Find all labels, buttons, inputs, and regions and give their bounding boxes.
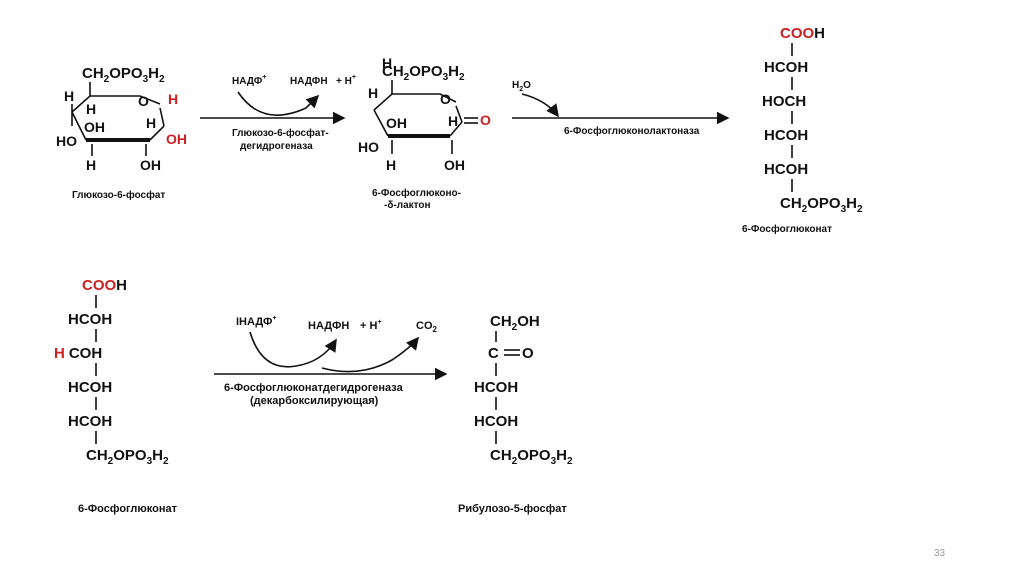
nadp-label-1: НАДФ+	[232, 74, 266, 87]
ribulose-5-phosphate-structure: CH2OH C O HCOH HCOH CH2OPO3H2	[474, 313, 573, 467]
g6p-oh-2: OH	[140, 157, 161, 173]
lactone-ho: HO	[358, 139, 379, 155]
ru5p-ch2oh: CH2OH	[490, 313, 540, 333]
nadp-curve-arrow-3	[249, 331, 337, 368]
lactone-h-2: H	[448, 113, 458, 129]
lactone-name-line2: -δ-лактон	[384, 200, 431, 211]
g6p-h-1: H	[64, 88, 74, 104]
pg-bot-name: 6-Фосфоглюконат	[78, 503, 178, 515]
pg-bot-ch2opo3h2: CH2OPO3H2	[86, 447, 169, 467]
h-plus-label-1: + H+	[336, 74, 356, 87]
reaction1-arrow-group: НАДФ+ НАДФН + H+ Глюкозо-6-фосфат- дегид…	[200, 74, 356, 152]
lactone-oh-2: OH	[444, 157, 465, 173]
h-plus-label-3: + H+	[360, 319, 382, 332]
reaction3-arrow-group: ІНАДФ+ НАДФН + H+ CO2 6-Фосфоглюконатдег…	[214, 315, 448, 407]
pg-top-ch2opo3h2: CH2OPO3H2	[780, 195, 863, 215]
ru5p-name: Рибулозо-5-фосфат	[458, 503, 567, 515]
water-label: H2O	[512, 80, 531, 93]
pg-top-name: 6-Фосфоглюконат	[742, 223, 832, 235]
pg-bot-cooh: COOH	[82, 277, 127, 294]
lactone-h-3: H	[386, 157, 396, 173]
nadp-label-3: ІНАДФ+	[236, 315, 277, 328]
water-curve-arrow	[521, 93, 559, 118]
nadph-label-3: НАДФН	[308, 320, 349, 332]
pg-top-hcoh-1: HCOH	[764, 59, 808, 76]
enzyme1-line2: дегидрогеназа	[240, 141, 313, 152]
reaction2-arrow-group: H2O 6-Фосфоглюконолактоназа	[512, 80, 730, 137]
ru5p-ch2opo3h2: CH2OPO3H2	[490, 447, 573, 467]
lactone-ring-o: O	[440, 91, 451, 107]
lactone-carbonyl-o: O	[480, 112, 491, 128]
glucose-6-phosphate-structure: CH2OPO3H2 O H H H OH HO H OH H OH	[56, 65, 187, 173]
g6p-h-red: H	[168, 91, 178, 107]
g6p-ring-o: O	[138, 93, 149, 109]
g6p-ch2opo3h2: CH2OPO3H2	[82, 65, 165, 85]
g6p-h-4: H	[86, 157, 96, 173]
slide-number: 33	[934, 548, 946, 559]
nadp-curve-arrow-1	[237, 91, 320, 116]
pg-bot-hcoh-1: HCOH	[68, 311, 112, 328]
g6p-h-2: H	[86, 101, 96, 117]
co2-curve-arrow	[321, 336, 419, 373]
g6p-name: Глюкозо-6-фосфат	[72, 189, 165, 201]
ru5p-o: O	[522, 345, 534, 362]
enzyme3-line2: (декарбоксилирующая)	[250, 395, 379, 407]
6-phosphogluconate-top-structure: COOH HCOH HOCH HCOH HCOH CH2OPO3H2	[762, 25, 863, 215]
enzyme2-label: 6-Фосфоглюконолактоназа	[564, 125, 700, 137]
g6p-oh-red: OH	[166, 131, 187, 147]
ru5p-c: C	[488, 345, 499, 362]
pg-bot-hcoh-3: HCOH	[68, 413, 112, 430]
ru5p-hcoh-1: HCOH	[474, 379, 518, 396]
lactone-h-top: H	[382, 55, 392, 71]
lactone-h-1: H	[368, 85, 378, 101]
ru5p-hcoh-2: HCOH	[474, 413, 518, 430]
enzyme1-line1: Глюкозо-6-фосфат-	[232, 127, 329, 139]
lactone-name-line1: 6-Фосфоглюконо-	[372, 187, 461, 199]
pg-top-hcoh-2: HCOH	[764, 127, 808, 144]
g6p-h-3: H	[146, 115, 156, 131]
pg-top-cooh: COOH	[780, 25, 825, 42]
pg-top-hoch: HOCH	[762, 93, 806, 110]
nadph-label-1: НАДФН	[290, 76, 328, 87]
lactone-oh-1: OH	[386, 115, 407, 131]
enzyme3-line1: 6-Фосфоглюконатдегидрогеназа	[224, 382, 404, 394]
6-phosphoglucono-lactone-structure: CH2OPO3H2 H O O H OH H HO H OH	[358, 55, 491, 173]
co2-label: CO2	[416, 320, 438, 334]
lactone-ch2opo3h2: CH2OPO3H2	[382, 63, 465, 83]
g6p-oh-1: OH	[84, 119, 105, 135]
pg-bot-hcoh-2: HCOH	[68, 379, 112, 396]
pg-top-hcoh-3: HCOH	[764, 161, 808, 178]
g6p-ho: HO	[56, 133, 77, 149]
